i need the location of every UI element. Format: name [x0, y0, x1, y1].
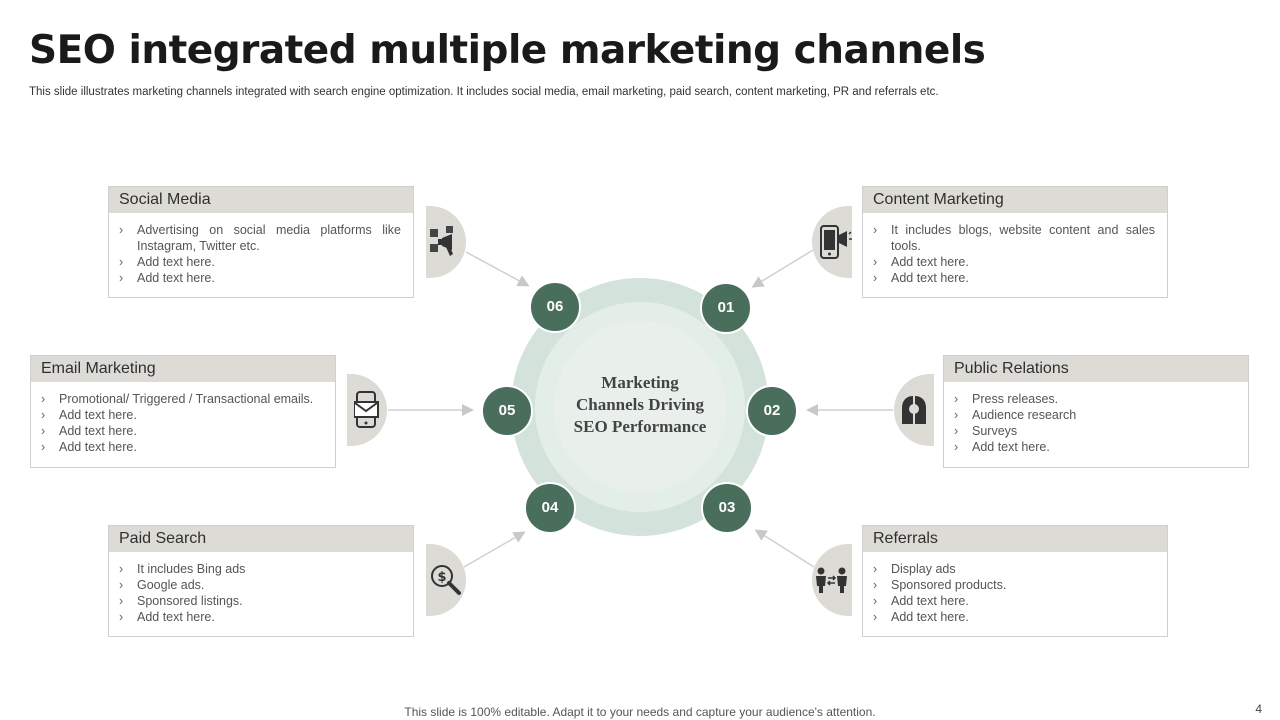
center-label-line: Marketing	[601, 373, 679, 392]
badge-06: 06	[529, 281, 581, 333]
arrow-social-media	[465, 251, 530, 287]
page-number: 4	[1255, 702, 1262, 716]
card-heading: Social Media	[109, 187, 413, 213]
badge-02: 02	[746, 385, 798, 437]
list-item: Add text here.	[873, 609, 1155, 625]
pr-heads-icon	[902, 396, 926, 424]
card-list: It includes Bing ads Google ads. Sponsor…	[109, 552, 413, 625]
card-social-media: Social Media Advertising on social media…	[108, 186, 414, 298]
arrow-paid-search	[463, 531, 526, 568]
card-paid-search: Paid Search It includes Bing ads Google …	[108, 525, 414, 637]
list-item: Add text here.	[873, 254, 1155, 270]
badge-01: 01	[700, 282, 752, 334]
list-item: Add text here.	[119, 254, 401, 270]
center-label: Marketing Channels Driving SEO Performan…	[554, 372, 726, 438]
page-title: SEO integrated multiple marketing channe…	[29, 28, 986, 73]
dollar-search-icon: $	[431, 565, 461, 595]
center-ring-inner	[554, 321, 726, 493]
list-item: Add text here.	[119, 270, 401, 286]
list-item: Add text here.	[873, 270, 1155, 286]
card-heading: Email Marketing	[31, 356, 335, 382]
list-item: Add text here.	[41, 423, 323, 439]
list-item: It includes Bing ads	[119, 561, 401, 577]
card-list: It includes blogs, website content and s…	[863, 213, 1167, 286]
list-item: Add text here.	[954, 439, 1236, 455]
list-item: Add text here.	[873, 593, 1155, 609]
card-content-marketing: Content Marketing It includes blogs, web…	[862, 186, 1168, 298]
card-list: Press releases. Audience research Survey…	[944, 382, 1248, 455]
card-email-marketing: Email Marketing Promotional/ Triggered /…	[30, 355, 336, 468]
arrow-referrals	[754, 529, 815, 568]
center-label-line: Channels Driving	[576, 395, 704, 414]
card-referrals: Referrals Display ads Sponsored products…	[862, 525, 1168, 637]
center-label-line: SEO Performance	[573, 417, 707, 436]
list-item: Sponsored products.	[873, 577, 1155, 593]
card-public-relations: Public Relations Press releases. Audienc…	[943, 355, 1249, 468]
list-item: Advertising on social media platforms li…	[119, 222, 401, 254]
card-heading: Referrals	[863, 526, 1167, 552]
list-item: Press releases.	[954, 391, 1236, 407]
list-item: Sponsored listings.	[119, 593, 401, 609]
list-item: Audience research	[954, 407, 1236, 423]
card-heading: Paid Search	[109, 526, 413, 552]
badge-05: 05	[481, 385, 533, 437]
card-list: Display ads Sponsored products. Add text…	[863, 552, 1167, 625]
card-list: Advertising on social media platforms li…	[109, 213, 413, 286]
list-item: Add text here.	[41, 407, 323, 423]
social-megaphone-icon	[430, 226, 453, 256]
arrow-content-marketing	[751, 249, 814, 288]
card-list: Promotional/ Triggered / Transactional e…	[31, 382, 335, 455]
list-item: Add text here.	[119, 609, 401, 625]
list-item: Add text here.	[41, 439, 323, 455]
list-item: Surveys	[954, 423, 1236, 439]
list-item: Display ads	[873, 561, 1155, 577]
people-referral-icon	[816, 567, 847, 593]
list-item: Promotional/ Triggered / Transactional e…	[41, 391, 323, 407]
footer-note: This slide is 100% editable. Adapt it to…	[404, 705, 876, 719]
mobile-email-icon	[354, 391, 379, 428]
svg-text:$: $	[437, 570, 446, 585]
list-item: It includes blogs, website content and s…	[873, 222, 1155, 254]
card-heading: Content Marketing	[863, 187, 1167, 213]
mobile-megaphone-icon	[820, 225, 852, 259]
badge-04: 04	[524, 482, 576, 534]
card-heading: Public Relations	[944, 356, 1248, 382]
list-item: Google ads.	[119, 577, 401, 593]
badge-03: 03	[701, 482, 753, 534]
page-subtitle: This slide illustrates marketing channel…	[29, 86, 939, 98]
